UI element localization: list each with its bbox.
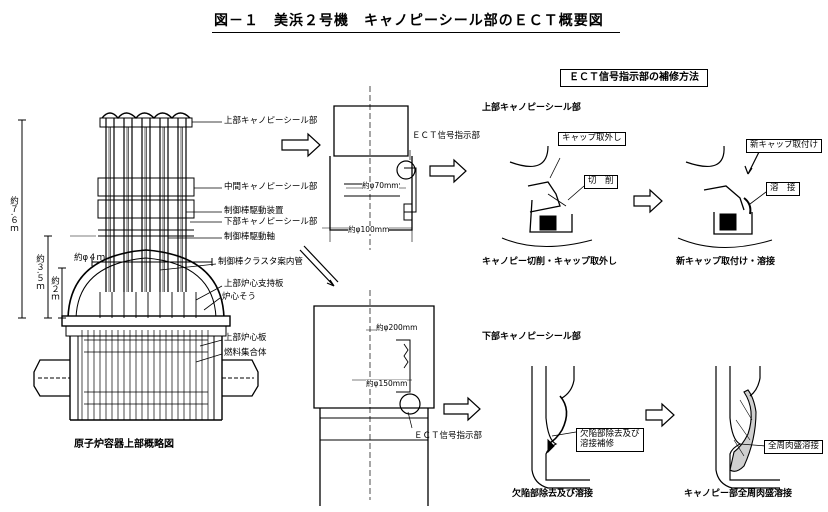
- repair-cut-sketch: [501, 145, 593, 247]
- label-core-barrel: 炉心そう: [222, 292, 257, 302]
- dim-d70: 約φ70mm: [362, 181, 399, 190]
- dim-d100: 約φ100mm: [348, 225, 390, 234]
- dim-height-7-6m: 約７.６ｍ: [8, 196, 19, 233]
- label-fuel-assembly: 燃料集合体: [224, 348, 267, 358]
- label-guide-tube: 制御棒クラスタ案内管: [218, 257, 303, 267]
- repair-upper-section-title: 上部キャノピーシール部: [482, 103, 581, 113]
- repair-fullweld-sketch: [715, 366, 780, 489]
- label-upper-core-plate: 上部炉心板: [224, 333, 267, 343]
- dim-height-3-5m: 約３.５ｍ: [34, 254, 45, 291]
- dim-diameter-4m: 約φ４ｍ: [74, 253, 106, 263]
- dim-d150: 約φ150mm: [366, 379, 408, 388]
- repair-newcap-sketch: [677, 145, 773, 248]
- box-defect-repair: 欠陥部除去及び 溶接補修: [576, 428, 644, 452]
- title-underline: [212, 32, 620, 33]
- box-welding: 溶 接: [766, 182, 800, 196]
- caption-full-weld: キャノピー部全周肉盛溶接: [684, 489, 793, 499]
- dim-height-2m: 約２ｍ: [49, 276, 60, 302]
- label-crdm: 制御棒駆動装置: [224, 206, 284, 216]
- box-full-weld: 全周肉盛溶接: [764, 440, 824, 454]
- repair-defect-sketch: [531, 366, 590, 489]
- caption-defect-weld: 欠陥部除去及び溶接: [512, 489, 594, 499]
- lower-ect-label: ＥＣＴ信号指示部: [414, 431, 483, 441]
- box-cutting: 切 削: [584, 175, 618, 189]
- label-upper-support-plate: 上部炉心支持板: [224, 279, 284, 289]
- reactor-vessel-figure: [18, 112, 259, 421]
- upper-ect-label: ＥＣＴ信号指示部: [412, 131, 481, 141]
- label-drive-shaft: 制御棒駆動軸: [224, 232, 276, 242]
- label-middle-canopy: 中間キャノピーシール部: [224, 182, 318, 192]
- caption-cut-cap-removal: キャノピー切削・キャップ取外し: [482, 257, 618, 267]
- box-cap-removal: キャップ取外し: [558, 132, 626, 146]
- page-title: 図－１ 美浜２号機 キャノピーシール部のＥＣＴ概要図: [214, 13, 604, 29]
- label-upper-canopy: 上部キャノピーシール部: [224, 116, 318, 126]
- vessel-caption: 原子炉容器上部概略図: [74, 439, 174, 450]
- box-new-cap: 新キャップ取付け: [746, 139, 823, 153]
- repair-lower-section-title: 下部キャノピーシール部: [482, 332, 581, 342]
- lower-canopy-detail: [313, 290, 435, 506]
- repair-header: ＥＣＴ信号指示部の補修方法: [560, 69, 708, 87]
- caption-newcap-weld: 新キャップ取付け・溶接: [676, 257, 776, 267]
- dim-d200: 約φ200mm: [376, 323, 418, 332]
- label-lower-canopy: 下部キャノピーシール部: [224, 217, 318, 227]
